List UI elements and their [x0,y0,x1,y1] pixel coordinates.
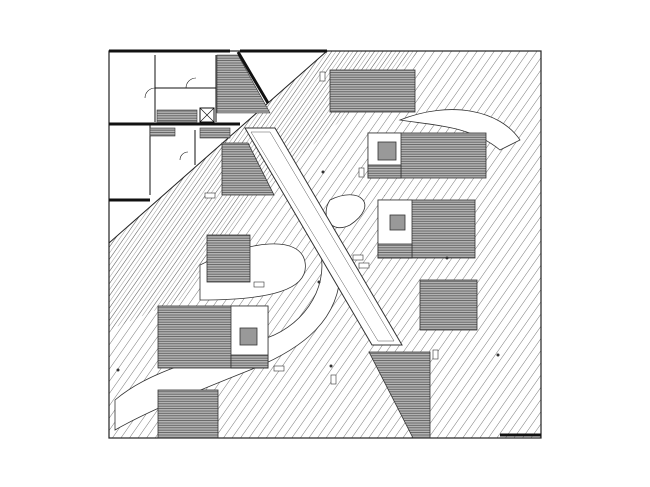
diagonal-edge [108,50,328,244]
thick-wall [236,51,270,104]
dense-hatch-zone [109,51,420,330]
shaded-block [216,54,271,114]
corridor-inner [250,131,395,342]
block [206,234,251,283]
stair-cores [230,132,413,369]
corridor [244,127,403,346]
block [157,389,219,439]
stair [199,127,231,139]
shaded-blocks [157,69,487,439]
stair [156,109,198,123]
block [329,69,416,113]
block [419,279,478,331]
block [221,142,275,196]
block [368,351,431,439]
markers [116,170,500,372]
stair [149,127,176,137]
rooms [109,49,327,202]
fixture-symbols [204,71,439,385]
